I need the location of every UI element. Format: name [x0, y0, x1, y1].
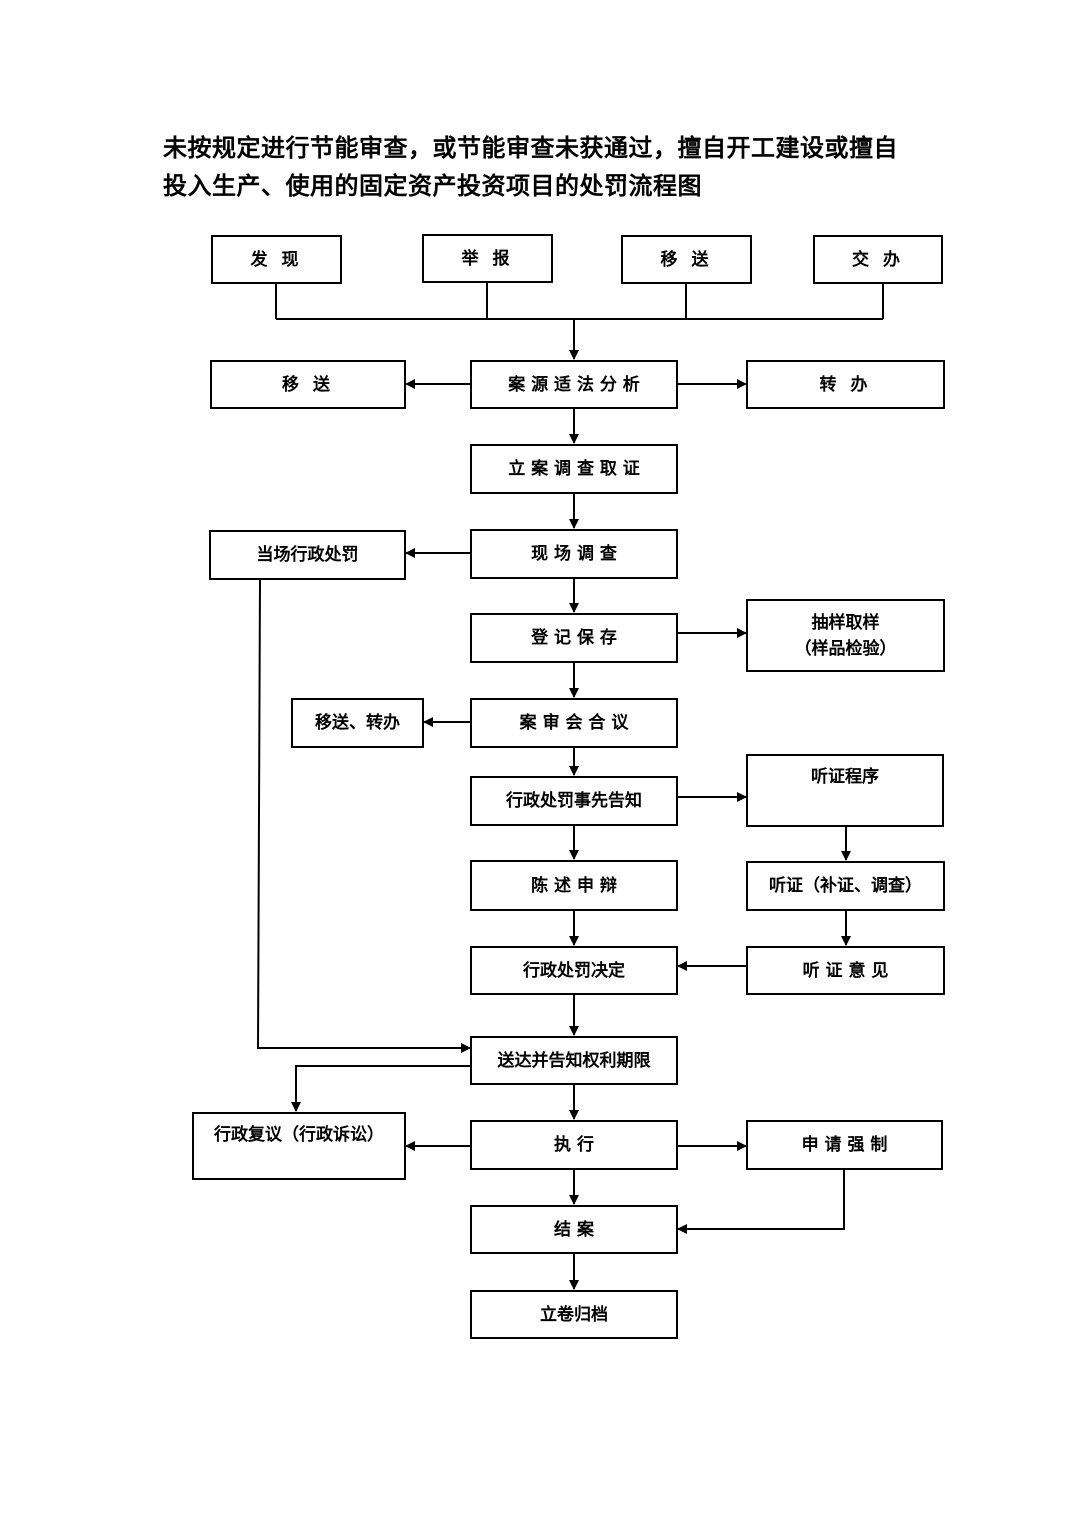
node-label: 听证（补证、调查） — [769, 876, 922, 896]
page-title-line-1: 未按规定进行节能审查，或节能审查未获通过，擅自开工建设或擅自 — [163, 134, 898, 162]
node-fuyi: 行政复议（行政诉讼） — [192, 1112, 406, 1180]
node-label: 转 办 — [819, 374, 872, 395]
node-qiangzhi: 申 请 强 制 — [746, 1120, 943, 1170]
node-chouyang-line1: 抽样取样 — [811, 612, 880, 633]
node-juan: 立卷归档 — [470, 1290, 678, 1339]
node-label: 移 送 — [660, 249, 713, 270]
node-yisong-left: 移 送 — [210, 360, 406, 409]
node-xianchang: 现 场 调 查 — [470, 529, 678, 579]
node-label: 移 送 — [282, 374, 334, 395]
node-anyuan: 案 源 适 法 分 析 — [470, 360, 678, 409]
node-zhixing: 执 行 — [470, 1120, 678, 1170]
arrow-songda-to-fuyi — [291, 1065, 470, 1112]
node-label: 行政处罚决定 — [523, 960, 625, 981]
node-label: 送达并告知权利期限 — [497, 1050, 651, 1071]
arrow-dangchang-to-songda — [256, 578, 471, 1053]
node-yisong-top: 移 送 — [621, 235, 752, 284]
node-lian: 立 案 调 查 取 证 — [470, 444, 678, 494]
node-label: 执 行 — [554, 1135, 594, 1155]
node-label: 举 报 — [461, 248, 514, 269]
node-tingzheng-chengxu: 听证程序 — [746, 754, 944, 827]
node-chouyang-line2: （样品检验） — [794, 638, 897, 659]
node-yisong-zhuanban: 移送、转办 — [291, 698, 424, 748]
node-faxian: 发 现 — [211, 235, 342, 284]
node-label: 现 场 调 查 — [531, 544, 617, 564]
node-label: 听 证 意 见 — [802, 960, 889, 981]
node-label: 结 案 — [554, 1219, 594, 1240]
node-jueding: 行政处罚决定 — [470, 946, 678, 995]
node-tingzheng: 听证（补证、调查） — [746, 861, 945, 911]
node-label: 案 源 适 法 分 析 — [508, 374, 640, 395]
node-shixian: 行政处罚事先告知 — [470, 776, 678, 826]
arrow-qiangzhi-to-jiean — [677, 1169, 845, 1234]
node-label: 行政复议（行政诉讼） — [214, 1125, 384, 1145]
node-label: 陈 述 申 辩 — [531, 875, 617, 896]
node-label: 当场行政处罚 — [256, 545, 359, 565]
node-jubao: 举 报 — [422, 234, 553, 283]
node-dengji: 登 记 保 存 — [470, 613, 678, 663]
node-tingzheng-yijian: 听 证 意 见 — [746, 946, 945, 995]
node-jiean: 结 案 — [470, 1205, 678, 1254]
node-dangchang: 当场行政处罚 — [209, 530, 406, 580]
node-anshen: 案 审 会 合 议 — [470, 698, 678, 748]
node-label: 交 办 — [852, 249, 904, 270]
node-label: 案 审 会 合 议 — [519, 713, 629, 733]
node-chenshu: 陈 述 申 辩 — [470, 860, 678, 911]
node-label: 登 记 保 存 — [531, 628, 617, 648]
node-jiaoban: 交 办 — [813, 235, 943, 284]
node-label: 发 现 — [250, 249, 303, 270]
node-label: 听证程序 — [811, 767, 879, 787]
node-chouyang: 抽样取样 （样品检验） — [746, 599, 945, 672]
node-zhuanban: 转 办 — [746, 360, 945, 409]
node-label: 申 请 强 制 — [801, 1135, 888, 1155]
node-songda: 送达并告知权利期限 — [470, 1036, 678, 1085]
node-label: 行政处罚事先告知 — [506, 791, 642, 811]
page-title-line-2: 投入生产、使用的固定资产投资项目的处罚流程图 — [163, 172, 702, 200]
node-label: 移送、转办 — [315, 713, 400, 733]
node-label: 立卷归档 — [540, 1304, 608, 1325]
node-label: 立 案 调 查 取 证 — [508, 459, 640, 479]
